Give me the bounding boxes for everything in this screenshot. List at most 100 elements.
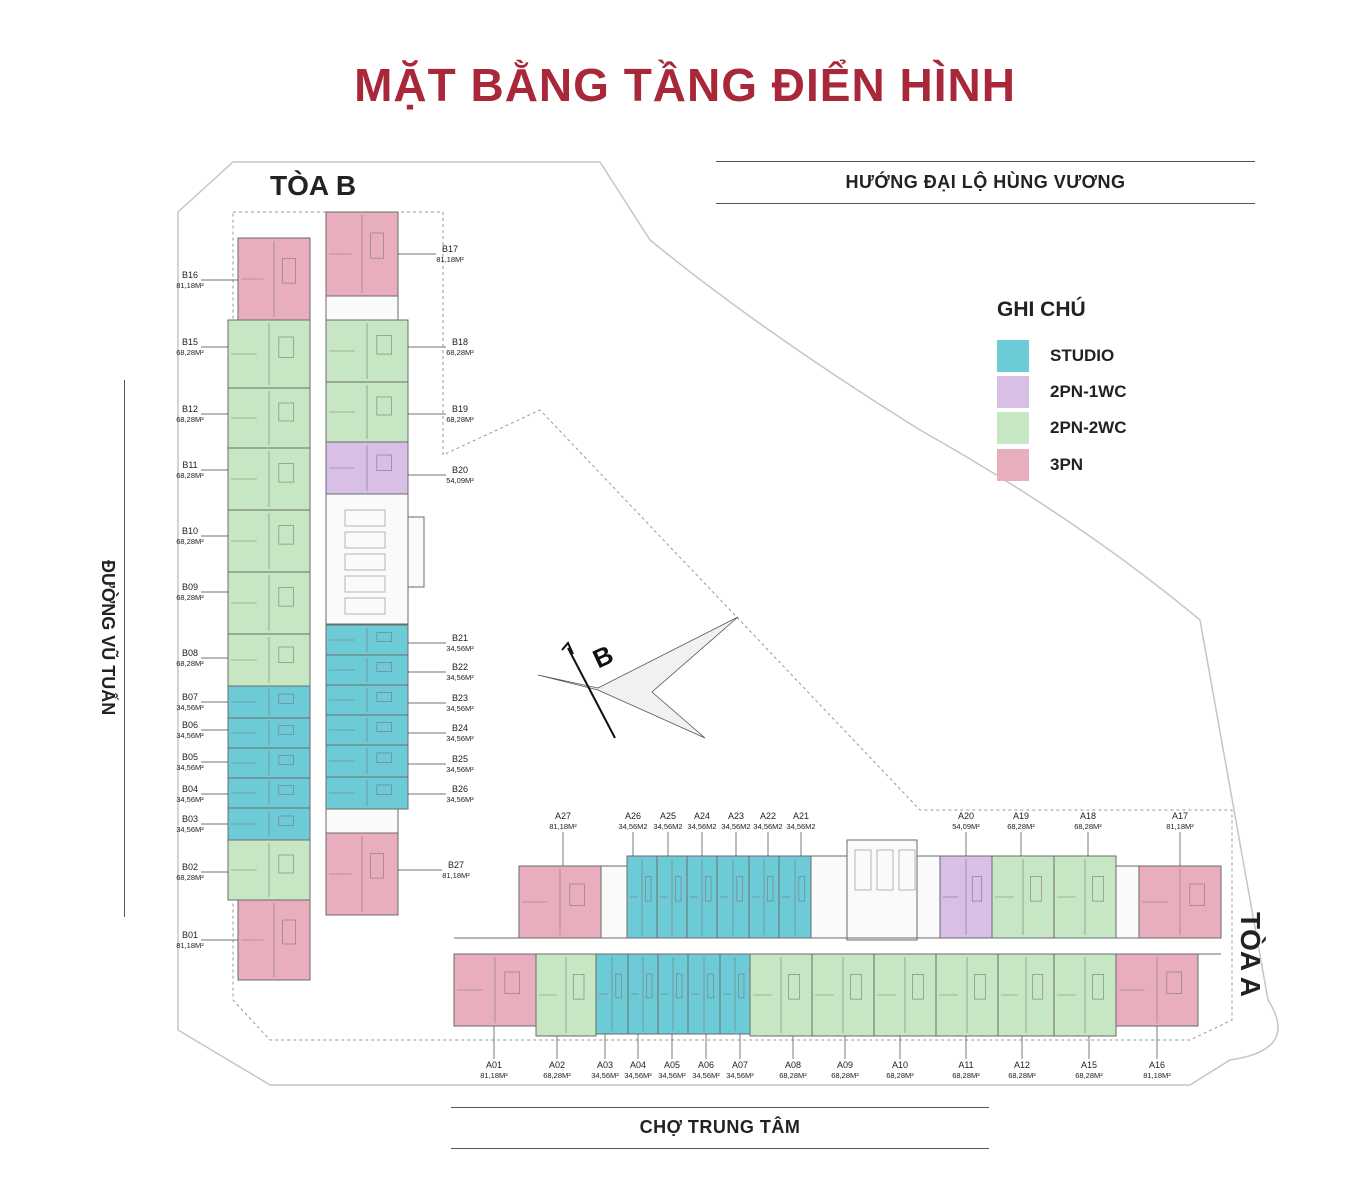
unit-a07-furniture bbox=[738, 973, 745, 999]
unit-a27-furniture bbox=[569, 883, 585, 906]
unit-b24-furniture bbox=[376, 722, 392, 732]
unit-b25-furniture bbox=[376, 752, 392, 763]
unit-a06-furniture bbox=[707, 973, 714, 999]
unit-a01-furniture bbox=[504, 971, 520, 994]
label-a05-area: 34,56M² bbox=[658, 1071, 686, 1080]
label-b23-area: 34,56M² bbox=[446, 704, 474, 713]
unit-b04-furniture bbox=[278, 785, 294, 795]
unit-b20-furniture bbox=[376, 454, 392, 471]
legend-label-3pn: 3PN bbox=[1050, 455, 1084, 474]
label-a08-area: 68,28M² bbox=[779, 1071, 807, 1080]
unit-a23-furniture bbox=[736, 876, 743, 902]
label-a21-area: 34,56M2 bbox=[786, 822, 815, 831]
label-b09-code: B09 bbox=[182, 582, 198, 592]
tower-a-core-left bbox=[810, 855, 848, 939]
tower-b-label: TÒA B bbox=[270, 170, 357, 201]
label-a12-area: 68,28M² bbox=[1008, 1071, 1036, 1080]
label-b03-area: 34,56M² bbox=[176, 825, 204, 834]
label-b10-code: B10 bbox=[182, 526, 198, 536]
unit-a08-furniture bbox=[788, 974, 800, 1000]
label-b01-code: B01 bbox=[182, 930, 198, 940]
label-b06-code: B06 bbox=[182, 720, 198, 730]
top-road-line-upper bbox=[716, 161, 1255, 162]
legend-label-2pn1wc: 2PN-1WC bbox=[1050, 382, 1127, 401]
label-b27-code: B27 bbox=[448, 860, 464, 870]
label-b24-area: 34,56M² bbox=[446, 734, 474, 743]
elevator-shaft bbox=[344, 509, 386, 527]
unit-a25-furniture bbox=[675, 876, 682, 902]
label-a07-area: 34,56M² bbox=[726, 1071, 754, 1080]
unit-b26-furniture bbox=[376, 784, 392, 795]
elevator-shaft bbox=[344, 575, 386, 593]
label-a18-area: 68,28M² bbox=[1074, 822, 1102, 831]
inner-boundary bbox=[232, 211, 1233, 1041]
label-a24-code: A24 bbox=[694, 811, 710, 821]
unit-b23-furniture bbox=[376, 692, 392, 702]
compass-needle bbox=[567, 647, 616, 739]
tower-a: TÒA A bbox=[1230, 912, 1266, 1008]
legend-swatch-2pn2wc bbox=[997, 412, 1029, 444]
label-a16-area: 81,18M² bbox=[1143, 1071, 1171, 1080]
label-b15-code: B15 bbox=[182, 337, 198, 347]
label-a23-code: A23 bbox=[728, 811, 744, 821]
unit-a26-furniture bbox=[645, 876, 652, 902]
unit-a04-furniture bbox=[646, 973, 653, 999]
label-a15-code: A15 bbox=[1081, 1060, 1097, 1070]
legend-item-3pn: 3PN bbox=[997, 449, 1197, 481]
label-a02-code: A02 bbox=[549, 1060, 565, 1070]
tower-b-service-top bbox=[325, 295, 399, 321]
legend-item-2pn2wc: 2PN-2WC bbox=[997, 412, 1197, 444]
tower-b-service-bottom bbox=[325, 808, 399, 834]
elevator-shaft bbox=[344, 597, 386, 615]
label-b27-area: 81,18M² bbox=[442, 871, 470, 880]
label-a16-code: A16 bbox=[1149, 1060, 1165, 1070]
label-a19-code: A19 bbox=[1013, 811, 1029, 821]
label-b11-code: B11 bbox=[182, 460, 197, 470]
label-b10-area: 68,28M² bbox=[176, 537, 204, 546]
label-a15-area: 68,28M² bbox=[1075, 1071, 1103, 1080]
label-a10-code: A10 bbox=[892, 1060, 908, 1070]
label-b23-code: B23 bbox=[452, 693, 468, 703]
unit-b05-furniture bbox=[278, 755, 294, 765]
label-b21-area: 34,56M² bbox=[446, 644, 474, 653]
label-b04-area: 34,56M² bbox=[176, 795, 204, 804]
bottom-road-label: CHỢ TRUNG TÂM bbox=[639, 1117, 801, 1137]
legend-label-2pn2wc: 2PN-2WC bbox=[1050, 418, 1127, 437]
legend-swatch-2pn1wc bbox=[997, 376, 1029, 408]
elevator-shaft-a bbox=[898, 849, 916, 891]
unit-b22-furniture bbox=[376, 662, 392, 672]
elevator-shaft bbox=[344, 553, 386, 571]
unit-b10-furniture bbox=[278, 525, 294, 545]
unit-a17-furniture bbox=[1189, 883, 1205, 906]
unit-b17-furniture bbox=[370, 232, 384, 259]
label-a22-area: 34,56M2 bbox=[753, 822, 782, 831]
unit-a05-furniture bbox=[676, 973, 683, 999]
label-a04-code: A04 bbox=[630, 1060, 646, 1070]
label-a24-area: 34,56M2 bbox=[687, 822, 716, 831]
legend-title: GHI CHÚ bbox=[997, 298, 1086, 321]
label-a26-code: A26 bbox=[625, 811, 641, 821]
label-b07-area: 34,56M² bbox=[176, 703, 204, 712]
label-b26-area: 34,56M² bbox=[446, 795, 474, 804]
top-road-label: HƯỚNG ĐẠI LỘ HÙNG VƯƠNG bbox=[845, 172, 1126, 192]
label-a17-code: A17 bbox=[1172, 811, 1188, 821]
tower-b-core bbox=[325, 493, 409, 625]
label-a27-area: 81,18M² bbox=[549, 822, 577, 831]
unit-a24-furniture bbox=[705, 876, 712, 902]
label-b25-area: 34,56M² bbox=[446, 765, 474, 774]
label-a18-code: A18 bbox=[1080, 811, 1096, 821]
label-b16-code: B16 bbox=[182, 270, 198, 280]
page-title: MẶT BẰNG TẦNG ĐIỂN HÌNH bbox=[354, 59, 1016, 111]
label-b19-area: 68,28M² bbox=[446, 415, 474, 424]
label-b17-code: B17 bbox=[442, 244, 458, 254]
label-b24-code: B24 bbox=[452, 723, 468, 733]
label-a09-area: 68,28M² bbox=[831, 1071, 859, 1080]
legend-swatch-studio bbox=[997, 340, 1029, 372]
label-a01-area: 81,18M² bbox=[480, 1071, 508, 1080]
label-b03-code: B03 bbox=[182, 814, 198, 824]
unit-a19-furniture bbox=[1030, 876, 1042, 902]
compass-arrowhead bbox=[561, 641, 574, 655]
label-b01-area: 81,18M² bbox=[176, 941, 204, 950]
label-b18-area: 68,28M² bbox=[446, 348, 474, 357]
label-b06-area: 34,56M² bbox=[176, 731, 204, 740]
